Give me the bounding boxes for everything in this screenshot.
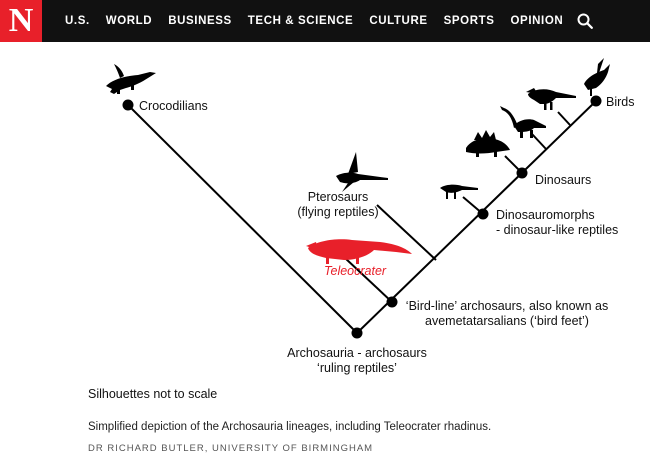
- bird-silhouette-icon: [584, 58, 610, 96]
- sauropod-silhouette-icon: [500, 106, 546, 138]
- node-archosauria: [351, 327, 363, 339]
- label-archosauria-line1: Archosauria - archosaurs: [287, 346, 427, 360]
- node-dinosaurs: [516, 167, 528, 179]
- pterosaur-silhouette-icon: [336, 152, 388, 192]
- label-pterosaurs: Pterosaurs (flying reptiles): [290, 190, 386, 220]
- nav-world[interactable]: WORLD: [105, 15, 153, 27]
- top-navigation-bar: N U.S. WORLD BUSINESS TECH & SCIENCE CUL…: [0, 0, 650, 42]
- branch-pterosaurs: [376, 204, 437, 261]
- label-archosauria-line2: ‘ruling reptiles’: [317, 361, 397, 375]
- crocodile-silhouette-icon: [106, 64, 156, 94]
- node-bird-line: [386, 296, 398, 308]
- node-dinosauromorphs: [477, 208, 489, 220]
- silesaurid-silhouette-icon: [440, 184, 478, 199]
- branch-teleocrater: [344, 257, 393, 303]
- nav-tech-science[interactable]: TECH & SCIENCE: [247, 15, 354, 27]
- label-dinosauromorphs-line1: Dinosauromorphs: [496, 208, 595, 222]
- figure-caption: Simplified depiction of the Archosauria …: [88, 421, 492, 433]
- label-dinosauromorphs: Dinosauromorphs - dinosaur-like reptiles: [496, 208, 618, 238]
- label-crocodilians: Crocodilians: [139, 99, 208, 113]
- search-icon[interactable]: [577, 13, 594, 29]
- section-nav: U.S. WORLD BUSINESS TECH & SCIENCE CULTU…: [65, 13, 594, 29]
- node-birds: [590, 95, 602, 107]
- label-bird-line-line1: ‘Bird-line’ archosaurs, also known as: [405, 299, 609, 313]
- label-bird-line-line2: avemetatarsalians (‘bird feet’): [425, 314, 589, 328]
- tree-nodes: [122, 95, 602, 339]
- branch-theropod: [557, 111, 571, 126]
- label-archosauria: Archosauria - archosaurs ‘ruling reptile…: [281, 346, 433, 376]
- label-pterosaurs-line1: Pterosaurs: [307, 190, 369, 204]
- nav-opinion[interactable]: OPINION: [510, 15, 564, 27]
- label-teleocrater: Teleocrater: [324, 264, 387, 278]
- label-bird-line-archosaurs: ‘Bird-line’ archosaurs, also known as av…: [396, 299, 618, 329]
- label-dinosaurs: Dinosaurs: [535, 173, 592, 187]
- node-crocodilians: [122, 99, 134, 111]
- archosaur-phylogeny-figure: Crocodilians Birds Pterosaurs (flying re…: [0, 42, 650, 392]
- nav-business[interactable]: BUSINESS: [168, 15, 232, 27]
- branch-crocodilians: [127, 104, 358, 334]
- nav-us[interactable]: U.S.: [65, 15, 90, 27]
- label-dinosauromorphs-line2: - dinosaur-like reptiles: [496, 223, 619, 237]
- nav-sports[interactable]: SPORTS: [443, 15, 495, 27]
- scale-note: Silhouettes not to scale: [88, 387, 218, 401]
- stegosaur-silhouette-icon: [466, 130, 510, 157]
- phylogeny-diagram: [106, 58, 610, 339]
- teleocrater-silhouette-icon: [306, 239, 412, 264]
- branch-main-stem: [356, 100, 597, 334]
- theropod-silhouette-icon: [526, 88, 576, 110]
- image-credit: DR RICHARD BUTLER, UNIVERSITY OF BIRMING…: [88, 443, 374, 454]
- nav-culture[interactable]: CULTURE: [369, 15, 428, 27]
- label-pterosaurs-line2: (flying reptiles): [297, 205, 379, 219]
- label-birds: Birds: [606, 95, 635, 109]
- newsweek-logo[interactable]: N: [0, 0, 42, 42]
- branch-sauropod: [531, 133, 547, 150]
